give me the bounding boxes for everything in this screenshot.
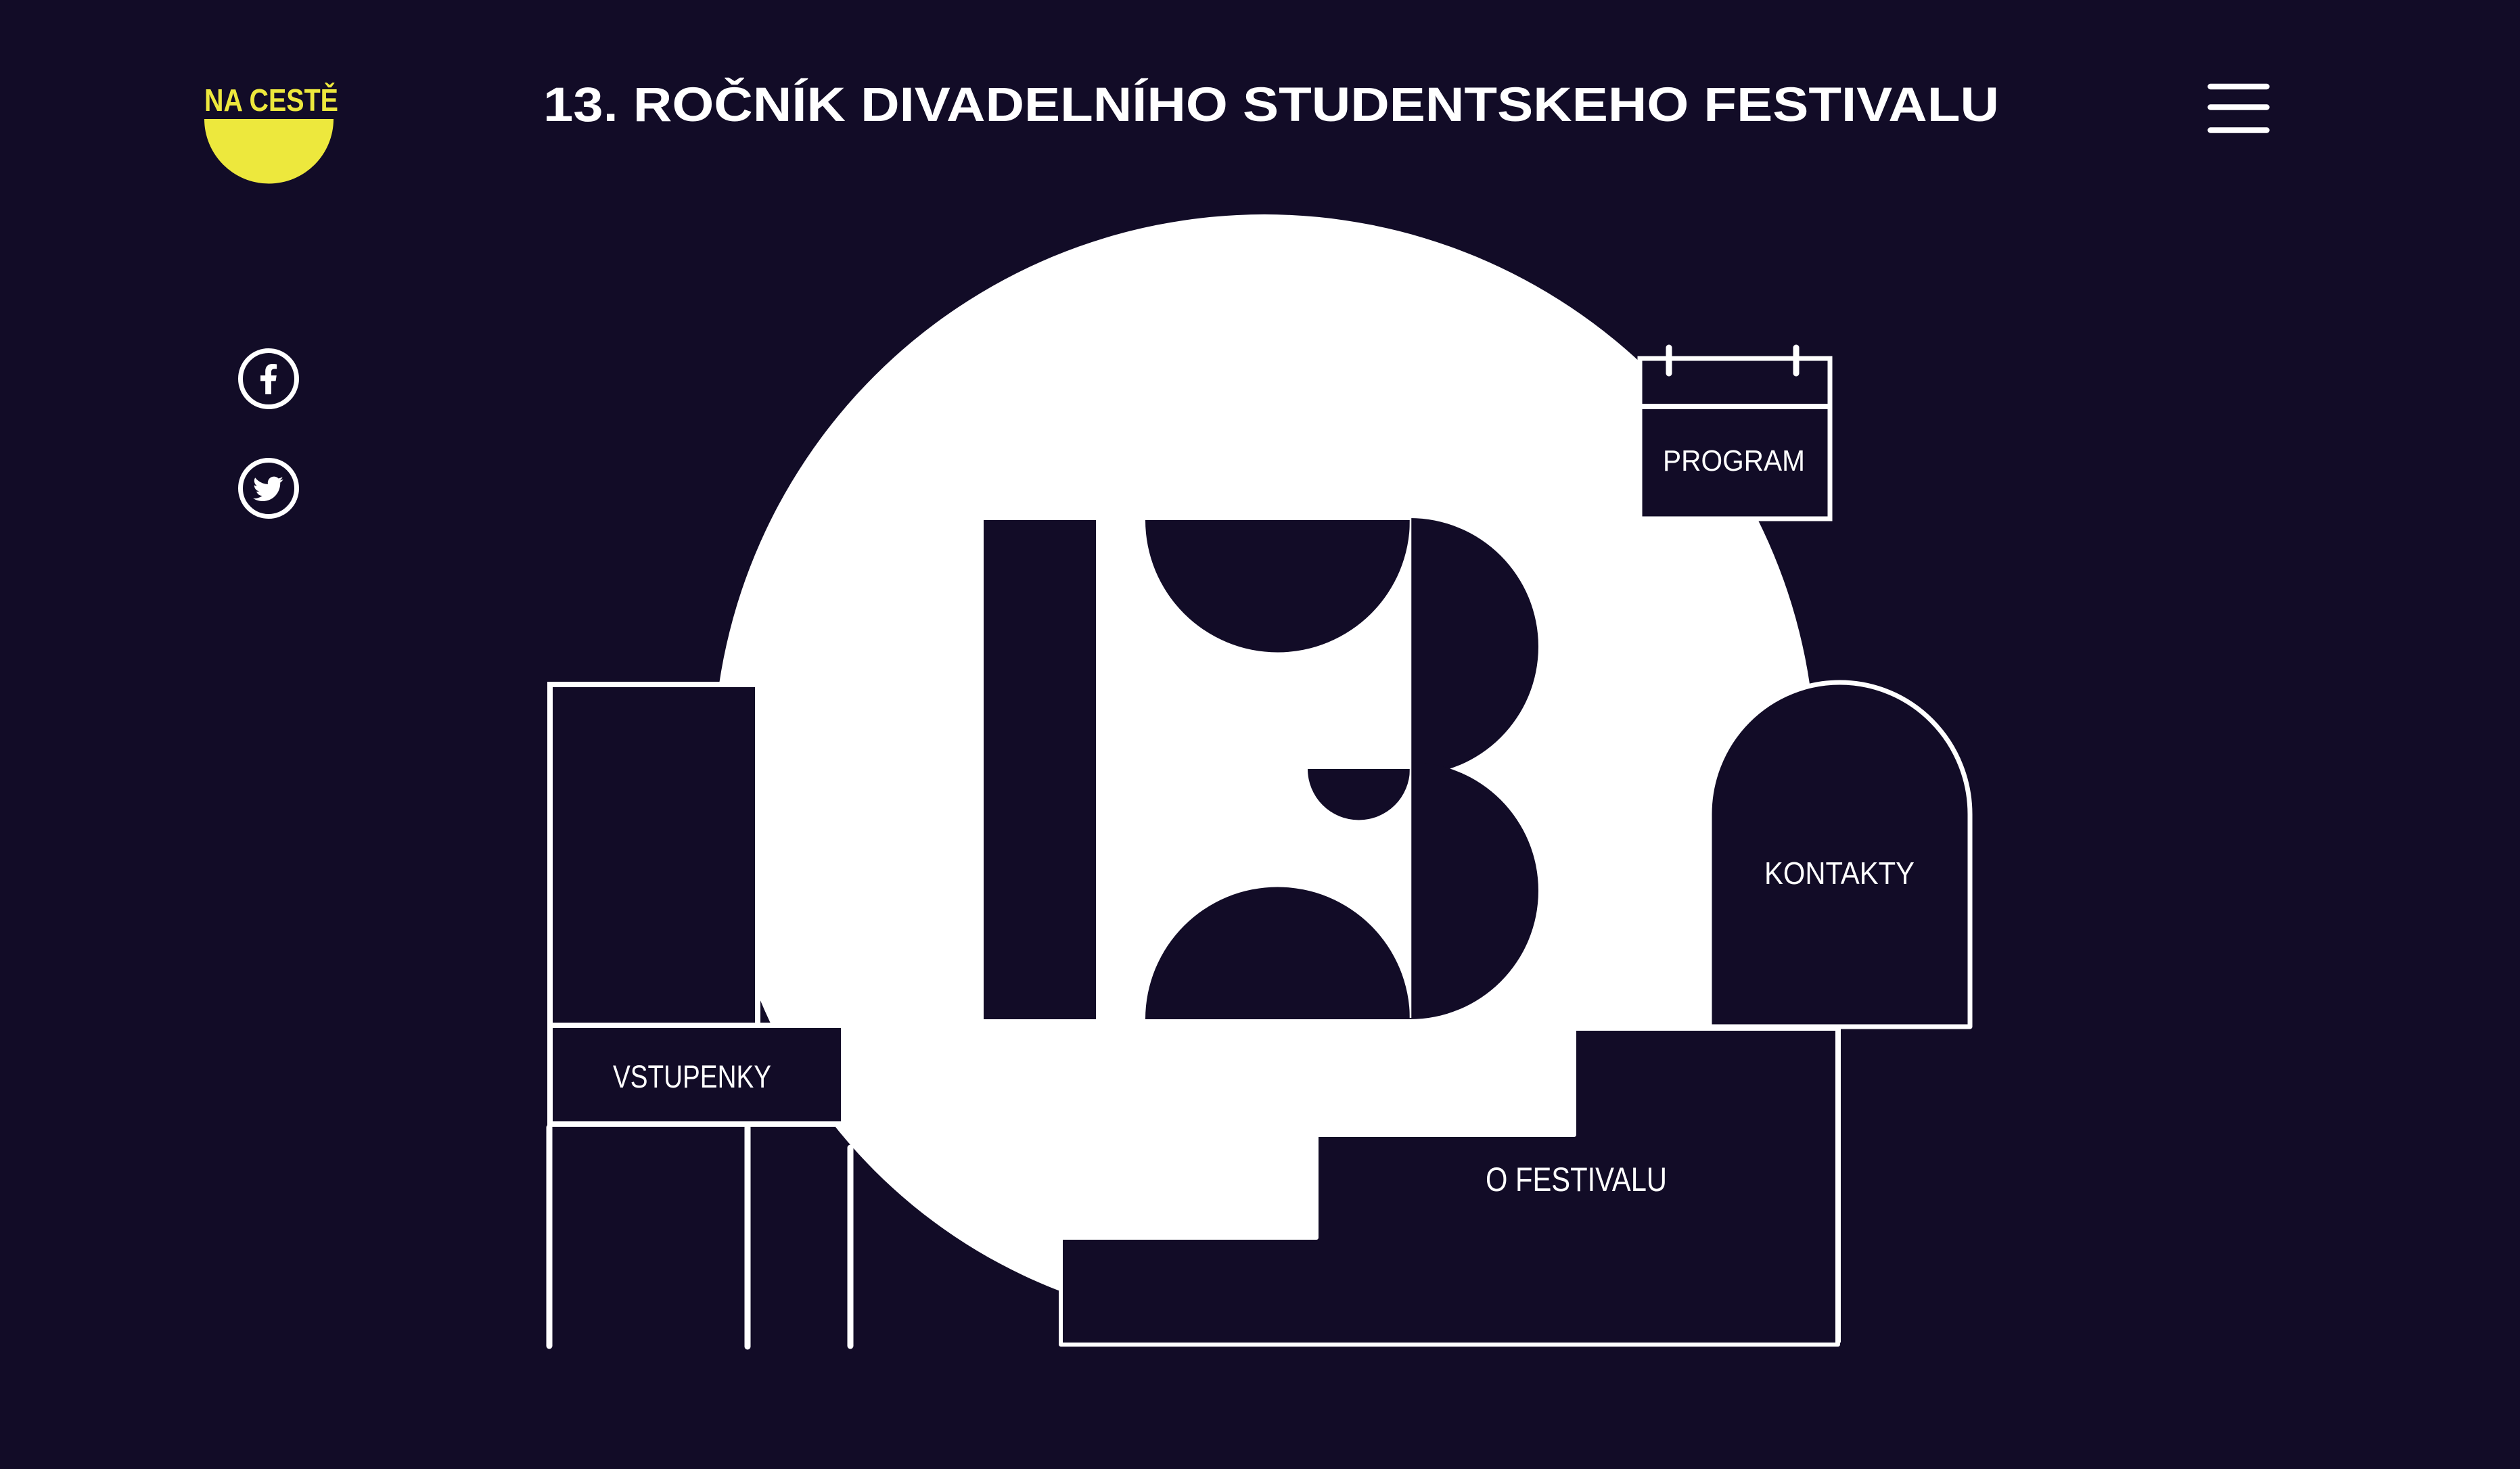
svg-text:13. ROČNÍK DIVADELNÍHO STUDENT: 13. ROČNÍK DIVADELNÍHO STUDENTSKEHO FEST…	[543, 78, 1999, 132]
svg-text:VSTUPENKY: VSTUPENKY	[613, 1058, 771, 1094]
svg-text:KONTAKTY: KONTAKTY	[1764, 856, 1915, 891]
svg-text:O FESTIVALU: O FESTIVALU	[1486, 1161, 1667, 1198]
svg-text:NA CESTĚ: NA CESTĚ	[204, 83, 338, 118]
svg-text:PROGRAM: PROGRAM	[1663, 445, 1805, 477]
